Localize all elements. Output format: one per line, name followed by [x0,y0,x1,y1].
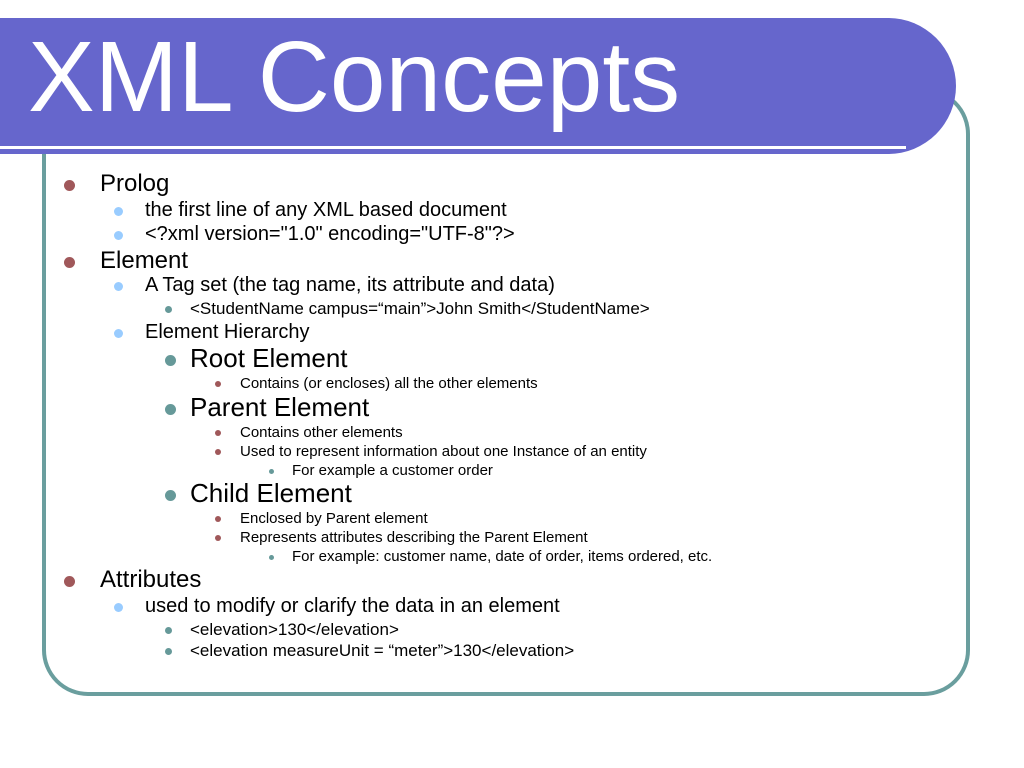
bullet-icon [64,576,75,587]
bullet-text: Child Element [190,478,352,508]
bullet-icon [114,231,123,240]
bullet-icon [114,329,123,338]
bullet-text: Represents attributes describing the Par… [240,529,588,546]
bullet-icon [165,627,172,634]
bullet-text: Used to represent information about one … [240,443,647,460]
bullet-text: For example: customer name, date of orde… [292,548,713,565]
bullet-text: <elevation measureUnit = “meter”>130</el… [190,641,575,660]
bullet-text: <?xml version="1.0" encoding="UTF-8"?> [145,223,515,245]
bullet-icon [165,404,176,415]
bullet-text: used to modify or clarify the data in an… [145,595,560,617]
bullet-text: the first line of any XML based document [145,199,507,221]
bullet-icon [64,180,75,191]
bullet-text: Element [100,247,189,274]
bullet-icon [165,648,172,655]
bullet-text: Attributes [100,566,202,593]
bullet-icon [114,282,123,291]
bullet-icon [165,306,172,313]
bullet-icon [165,355,176,366]
bullet-icon [114,603,123,612]
bullet-text: Enclosed by Parent element [240,510,428,527]
bullet-text: Element Hierarchy [145,321,310,343]
bullet-icon [215,516,221,522]
bullet-text: Contains other elements [240,424,403,441]
bullet-icon [215,535,221,541]
bullet-icon [64,257,75,268]
bullet-text: Prolog [100,170,170,197]
bullet-icon [215,449,221,455]
bullet-text: For example a customer order [292,462,493,479]
content-frame [42,88,970,696]
bullet-text: A Tag set (the tag name, its attribute a… [145,274,555,296]
bullet-text: <elevation>130</elevation> [190,620,399,639]
bullet-icon [269,469,274,474]
bullet-icon [269,555,274,560]
bullet-text: Parent Element [190,392,370,422]
slide-title: XML Concepts [28,21,681,133]
bullet-text: Contains (or encloses) all the other ele… [240,375,538,392]
bullet-icon [215,430,221,436]
bullet-icon [165,490,176,501]
bullet-text: <StudentName campus=“main”>John Smith</S… [190,299,650,318]
bullet-icon [114,207,123,216]
title-underline [0,146,906,149]
bullet-icon [215,381,221,387]
title-bar: XML Concepts [0,18,956,154]
bullet-text: Root Element [190,343,348,373]
